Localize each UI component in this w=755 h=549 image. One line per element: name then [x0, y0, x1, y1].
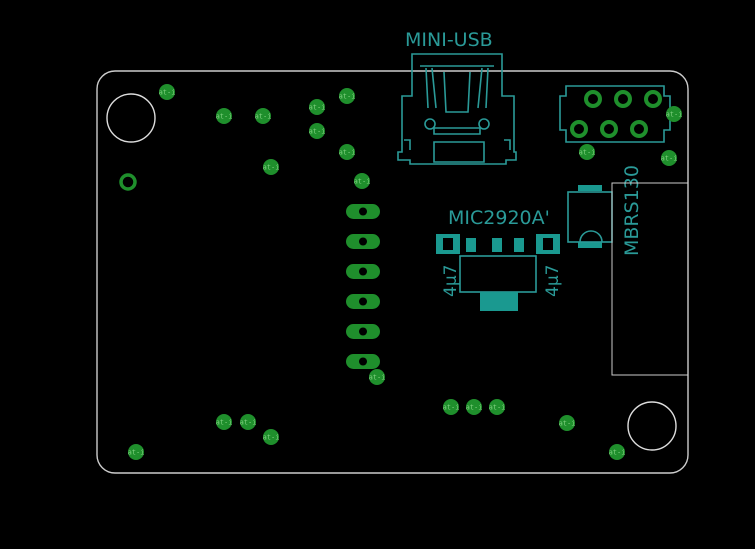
via-label: at-i: [128, 449, 145, 457]
via-label: at-i: [255, 113, 272, 121]
via: at-i: [240, 414, 257, 430]
via: at-i: [309, 123, 326, 139]
via-label: at-i: [666, 111, 683, 119]
via-label: at-i: [263, 434, 280, 442]
via-label: at-i: [263, 164, 280, 172]
via: at-i: [466, 399, 483, 415]
board-outline: [96, 70, 689, 474]
via: at-i: [263, 429, 280, 445]
via-label: at-i: [489, 404, 506, 412]
via-label: at-i: [339, 93, 356, 101]
via: at-i: [339, 144, 356, 160]
via: at-i: [354, 173, 371, 189]
via-label: at-i: [309, 104, 326, 112]
vias: at-i at-i at-i at-i at-i at-i at-i at-i at-i at-i…: [128, 84, 683, 460]
header-2x3: [559, 85, 671, 143]
regulator-label: MIC2920A': [448, 207, 550, 229]
via: at-i: [216, 108, 233, 124]
via: at-i: [255, 108, 272, 124]
via-label: at-i: [309, 128, 326, 136]
component-outline-right: [611, 182, 689, 376]
regulator-footprint: MIC2920A' 4μ7 4μ7: [436, 207, 563, 311]
via-label: at-i: [661, 155, 678, 163]
cap-right-label: 4μ7: [543, 265, 563, 297]
via-label: at-i: [159, 89, 176, 97]
via: at-i: [216, 414, 233, 430]
via: at-i: [263, 159, 280, 175]
via-label: at-i: [354, 178, 371, 186]
via: at-i: [159, 84, 176, 100]
via: at-i: [559, 415, 576, 431]
via-label: at-i: [216, 419, 233, 427]
mini-usb-label: MINI-USB: [405, 29, 493, 51]
via-label: at-i: [466, 404, 483, 412]
via: at-i: [309, 99, 326, 115]
via-label: at-i: [443, 404, 460, 412]
mounting-hole-top-left: [106, 93, 156, 143]
via-label: at-i: [579, 149, 596, 157]
via: at-i: [369, 369, 386, 385]
via: at-i: [128, 444, 145, 460]
via-label: at-i: [339, 149, 356, 157]
cap-left-label: 4μ7: [441, 265, 461, 297]
via-ring-left: [119, 173, 137, 191]
via: at-i: [609, 444, 626, 460]
diode-footprint: MBRS130: [567, 165, 643, 256]
via: at-i: [579, 144, 596, 160]
via-label: at-i: [369, 374, 386, 382]
via-label: at-i: [609, 449, 626, 457]
via: at-i: [443, 399, 460, 415]
via: at-i: [661, 150, 678, 166]
via: at-i: [489, 399, 506, 415]
diode-label: MBRS130: [621, 165, 643, 256]
oval-pads: [346, 204, 380, 369]
via-label: at-i: [559, 420, 576, 428]
mounting-hole-bottom-right: [627, 401, 677, 451]
via-label: at-i: [240, 419, 257, 427]
via-label: at-i: [216, 113, 233, 121]
via: at-i: [666, 106, 683, 122]
via: at-i: [339, 88, 356, 104]
mini-usb-footprint: MINI-USB: [397, 29, 517, 165]
